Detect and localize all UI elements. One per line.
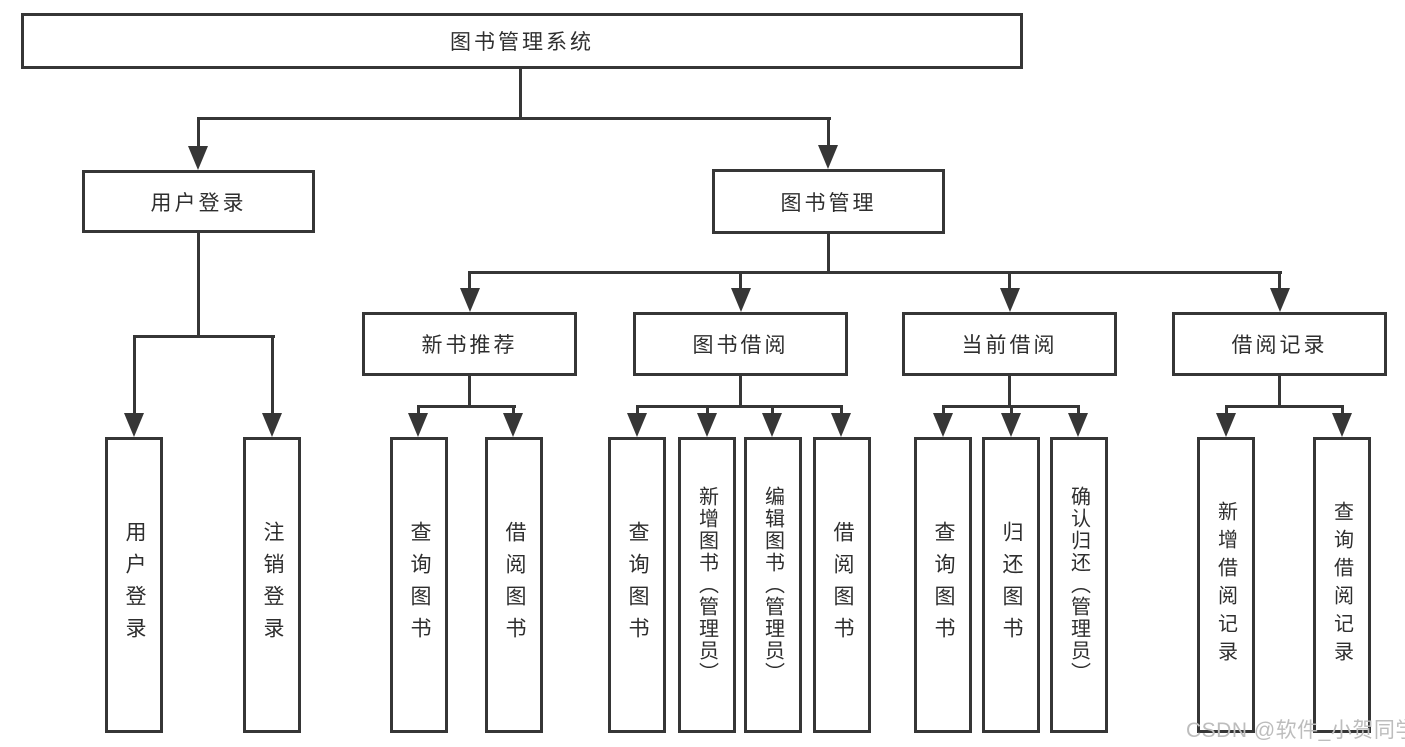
connector-hline — [1225, 405, 1344, 408]
connector-vline — [417, 405, 420, 417]
arrowhead-down — [818, 145, 838, 169]
leaf-return-books: 归还图书 — [982, 437, 1040, 733]
arrowhead-down — [1332, 413, 1352, 437]
arrowhead-down — [503, 413, 523, 437]
leaf-label: 查询图书 — [932, 521, 955, 649]
leaf-label: 归还图书 — [1000, 521, 1023, 649]
leaf-edit-books-admin: 编辑图书（管理员） — [744, 437, 802, 733]
connector-vline — [519, 68, 522, 119]
arrowhead-down — [1068, 413, 1088, 437]
leaf-label: 查询图书 — [408, 521, 431, 649]
arrowhead-down — [1000, 288, 1020, 312]
leaf-confirm-return-admin: 确认归还（管理员） — [1050, 437, 1108, 733]
csdn-watermark: CSDN @软件_小贺同学 — [1186, 719, 1405, 742]
arrowhead-down — [1216, 413, 1236, 437]
node-label: 借阅记录 — [1231, 334, 1328, 357]
node-label: 用户登录 — [150, 191, 247, 215]
connector-vline — [942, 405, 945, 417]
leaf-borrow-books-newbook: 借阅图书 — [485, 437, 543, 733]
connector-vline — [1077, 405, 1080, 417]
node-library-management-system: 图书管理系统 — [21, 13, 1023, 69]
connector-vline — [512, 405, 515, 417]
node-current-borrowing: 当前借阅 — [902, 312, 1117, 376]
connector-hline — [417, 405, 516, 408]
connector-vline — [827, 117, 830, 148]
leaf-label: 编辑图书（管理员） — [761, 486, 784, 684]
arrowhead-down — [731, 288, 751, 312]
connector-vline — [468, 376, 471, 408]
node-book-borrowing: 图书借阅 — [633, 312, 848, 376]
arrowhead-down — [697, 413, 717, 437]
leaf-add-borrow-record: 新增借阅记录 — [1197, 437, 1255, 733]
arrowhead-down — [627, 413, 647, 437]
connector-vline — [827, 234, 830, 274]
leaf-label: 查询借阅记录 — [1330, 501, 1353, 669]
node-label: 图书管理系统 — [450, 31, 594, 54]
connector-vline — [739, 271, 742, 291]
arrowhead-down — [408, 413, 428, 437]
connector-vline — [706, 405, 709, 417]
leaf-label: 查询图书 — [626, 521, 649, 649]
leaf-query-books-borrow: 查询图书 — [608, 437, 666, 733]
connector-vline — [197, 117, 200, 149]
arrowhead-down — [831, 413, 851, 437]
node-new-book-recommend: 新书推荐 — [362, 312, 577, 376]
connector-vline — [1225, 405, 1228, 417]
node-borrow-records: 借阅记录 — [1172, 312, 1387, 376]
connector-vline — [739, 376, 742, 408]
leaf-label: 借阅图书 — [831, 521, 854, 649]
leaf-query-books-newbook: 查询图书 — [390, 437, 448, 733]
node-label: 图书借阅 — [692, 334, 789, 357]
connector-vline — [1278, 271, 1281, 291]
arrowhead-down — [1001, 413, 1021, 437]
arrowhead-down — [188, 146, 208, 170]
connector-hline — [133, 335, 275, 338]
connector-hline — [197, 117, 831, 120]
connector-vline — [271, 335, 274, 417]
connector-vline — [1008, 271, 1011, 291]
arrowhead-down — [460, 288, 480, 312]
connector-vline — [771, 405, 774, 417]
connector-hline — [468, 271, 1282, 274]
connector-hline — [636, 405, 843, 408]
leaf-label: 借阅图书 — [503, 521, 526, 649]
connector-vline — [1278, 376, 1281, 408]
leaf-query-books-current: 查询图书 — [914, 437, 972, 733]
connector-vline — [840, 405, 843, 417]
leaf-add-books-admin: 新增图书（管理员） — [678, 437, 736, 733]
leaf-label: 新增图书（管理员） — [695, 486, 718, 684]
arrowhead-down — [762, 413, 782, 437]
leaf-query-borrow-record: 查询借阅记录 — [1313, 437, 1371, 733]
connector-vline — [636, 405, 639, 417]
connector-vline — [1341, 405, 1344, 417]
leaf-borrow-books-borrow: 借阅图书 — [813, 437, 871, 733]
node-user-login: 用户登录 — [82, 170, 315, 233]
leaf-label: 用户登录 — [123, 521, 146, 649]
leaf-user-login: 用户登录 — [105, 437, 163, 733]
arrowhead-down — [1270, 288, 1290, 312]
connector-vline — [1010, 405, 1013, 417]
leaf-logout: 注销登录 — [243, 437, 301, 733]
arrowhead-down — [124, 413, 144, 437]
node-book-management: 图书管理 — [712, 169, 945, 234]
node-label: 图书管理 — [780, 191, 877, 215]
connector-vline — [1008, 376, 1011, 408]
node-label: 新书推荐 — [421, 334, 518, 357]
connector-vline — [133, 335, 136, 417]
leaf-label: 注销登录 — [261, 521, 284, 649]
leaf-label: 确认归还（管理员） — [1067, 486, 1090, 684]
connector-vline — [197, 233, 200, 337]
leaf-label: 新增借阅记录 — [1214, 501, 1237, 669]
arrowhead-down — [933, 413, 953, 437]
connector-vline — [468, 271, 471, 291]
arrowhead-down — [262, 413, 282, 437]
node-label: 当前借阅 — [961, 334, 1058, 357]
